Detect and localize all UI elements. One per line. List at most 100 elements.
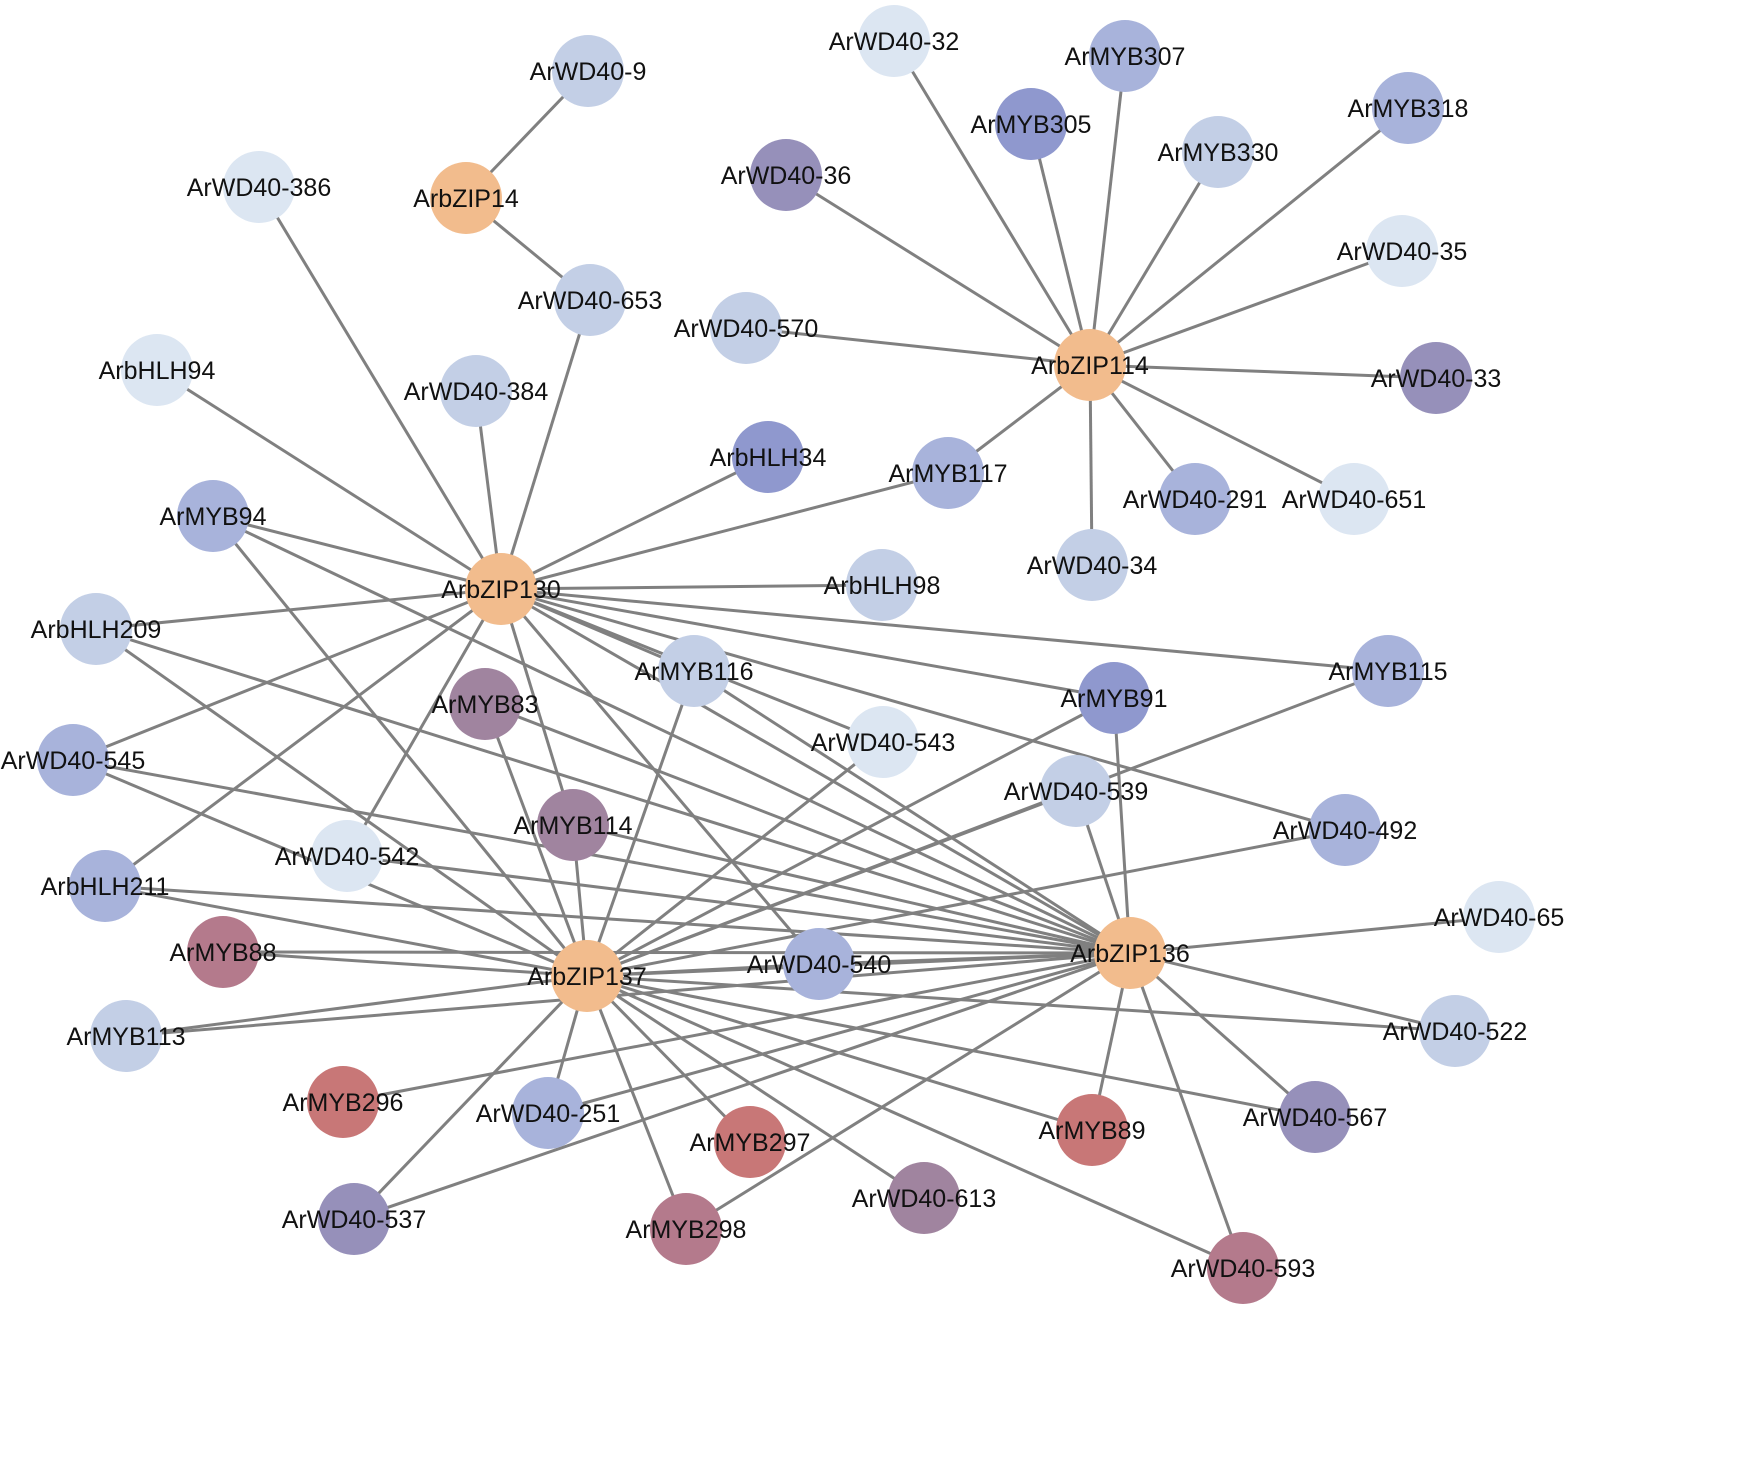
node-circle-arwd40-653 <box>554 264 626 336</box>
edge-arbzip130--armyb114 <box>499 588 575 826</box>
node-circle-armyb318 <box>1372 72 1444 144</box>
node-label-armyb296: ArMYB296 <box>283 1089 404 1117</box>
node-circle-arwd40-567 <box>1279 1081 1351 1153</box>
node-label-armyb89: ArMYB89 <box>1039 1117 1146 1145</box>
edge-arbzip130--armyb94 <box>212 514 502 591</box>
edge-arbzip136--arwd40-542 <box>346 854 1131 955</box>
edge-arbzip137--arwd40-567 <box>586 974 1316 1119</box>
node-label-arwd40-522: ArWD40-522 <box>1383 1018 1528 1046</box>
node-arbhlh209: ArbHLH209 <box>31 593 161 665</box>
edge-arbzip137--arwd40-543 <box>586 740 884 978</box>
node-arbzip136: ArbZIP136 <box>1070 917 1190 989</box>
node-armyb89: ArMYB89 <box>1039 1094 1146 1166</box>
edge-arbzip137--arbhlh209 <box>95 627 588 978</box>
edge-arbzip130--armyb117 <box>500 471 949 591</box>
node-arwd40-522: ArWD40-522 <box>1383 995 1528 1067</box>
node-label-arwd40-36: ArWD40-36 <box>721 162 852 190</box>
node-circle-arwd40-570 <box>710 292 782 364</box>
node-label-armyb94: ArMYB94 <box>160 503 267 531</box>
edge-arbzip136--armyb91 <box>1112 697 1132 954</box>
node-arwd40-539: ArWD40-539 <box>1004 755 1149 827</box>
node-armyb330: ArMYB330 <box>1158 116 1278 188</box>
node-circle-arbzip136 <box>1094 917 1166 989</box>
node-label-armyb91: ArMYB91 <box>1061 685 1168 713</box>
node-arwd40-32: ArWD40-32 <box>829 5 959 77</box>
edge-arbzip114--armyb305 <box>1029 123 1092 366</box>
edge-arbzip114--arwd40-32 <box>892 40 1092 366</box>
node-label-armyb297: ArMYB297 <box>690 1129 811 1157</box>
node-circle-arbhlh94 <box>121 334 193 406</box>
node-circle-arbzip137 <box>551 940 623 1012</box>
node-arwd40-537: ArWD40-537 <box>282 1183 426 1255</box>
node-arwd40-651: ArWD40-651 <box>1282 463 1427 535</box>
node-label-arwd40-651: ArWD40-651 <box>1282 486 1427 514</box>
edge-arbzip114--armyb318 <box>1089 106 1409 367</box>
node-arwd40-65: ArWD40-65 <box>1434 881 1564 953</box>
node-circle-armyb117 <box>912 437 984 509</box>
node-armyb297: ArMYB297 <box>690 1106 811 1178</box>
node-arbzip130: ArbZIP130 <box>441 553 561 625</box>
node-armyb305: ArMYB305 <box>971 88 1091 160</box>
edge-arbzip137--arwd40-613 <box>586 974 925 1200</box>
node-armyb114: ArMYB114 <box>513 789 633 861</box>
node-label-arbhlh211: ArbHLH211 <box>41 873 170 901</box>
node-arwd40-613: ArWD40-613 <box>852 1162 996 1234</box>
edge-arbzip114--armyb330 <box>1088 151 1220 366</box>
node-circle-armyb116 <box>658 635 730 707</box>
node-armyb116: ArMYB116 <box>634 635 754 707</box>
node-armyb318: ArMYB318 <box>1348 72 1469 144</box>
node-circle-arwd40-545 <box>37 724 109 796</box>
node-armyb115: ArMYB115 <box>1328 635 1448 707</box>
edge-arbzip130--arwd40-492 <box>500 587 1346 832</box>
node-circle-arwd40-386 <box>223 151 295 223</box>
node-label-arwd40-653: ArWD40-653 <box>518 287 663 315</box>
node-label-arwd40-542: ArWD40-542 <box>275 843 420 871</box>
edge-arbzip130--arwd40-545 <box>72 587 502 762</box>
node-arwd40-251: ArWD40-251 <box>476 1077 620 1149</box>
node-circle-armyb307 <box>1089 20 1161 92</box>
node-label-arwd40-539: ArWD40-539 <box>1004 778 1149 806</box>
node-arwd40-570: ArWD40-570 <box>674 292 818 364</box>
node-circle-arwd40-542 <box>311 820 383 892</box>
node-circle-arbhlh211 <box>69 850 141 922</box>
node-circle-arwd40-32 <box>858 5 930 77</box>
edge-arbzip136--armyb88 <box>222 950 1131 955</box>
node-arwd40-35: ArWD40-35 <box>1337 215 1467 287</box>
node-circle-arwd40-9 <box>552 35 624 107</box>
edge-arbzip136--armyb114 <box>572 823 1131 955</box>
node-circle-armyb297 <box>714 1106 786 1178</box>
edge-arbzip130--arwd40-542 <box>345 588 503 857</box>
node-arwd40-543: ArWD40-543 <box>811 706 955 778</box>
node-label-arwd40-9: ArWD40-9 <box>530 58 647 86</box>
node-circle-arbzip130 <box>465 553 537 625</box>
edge-arbzip136--arwd40-593 <box>1128 952 1245 1269</box>
node-circle-arwd40-539 <box>1040 755 1112 827</box>
node-arwd40-34: ArWD40-34 <box>1027 529 1157 601</box>
node-armyb296: ArMYB296 <box>283 1066 404 1138</box>
node-label-arbzip130: ArbZIP130 <box>441 576 561 604</box>
node-circle-arwd40-384 <box>440 355 512 427</box>
edge-arbzip137--arwd40-522 <box>586 974 1456 1033</box>
node-label-arbzip114: ArbZIP114 <box>1031 352 1149 380</box>
node-arwd40-492: ArWD40-492 <box>1273 794 1418 866</box>
node-label-armyb117: ArMYB117 <box>888 460 1007 488</box>
node-label-armyb318: ArMYB318 <box>1348 95 1469 123</box>
edge-arbzip136--armyb83 <box>484 702 1131 955</box>
node-layer: ArbZIP14ArbZIP114ArbZIP130ArbZIP136ArbZI… <box>1 5 1564 1304</box>
node-label-arwd40-492: ArWD40-492 <box>1273 817 1418 845</box>
edge-arbzip136--arwd40-545 <box>72 758 1131 955</box>
edge-arbzip137--arwd40-539 <box>586 789 1077 978</box>
node-label-arwd40-593: ArWD40-593 <box>1171 1255 1316 1283</box>
edge-arbzip130--arbhlh209 <box>95 587 502 631</box>
node-circle-armyb91 <box>1078 662 1150 734</box>
node-armyb113: ArMYB113 <box>66 1000 186 1072</box>
node-circle-armyb88 <box>187 916 259 988</box>
node-circle-arwd40-613 <box>888 1162 960 1234</box>
edge-arbzip136--arwd40-65 <box>1129 915 1500 955</box>
node-circle-arbhlh209 <box>60 593 132 665</box>
edge-arbzip130--armyb115 <box>500 587 1389 673</box>
edge-arbzip114--arwd40-651 <box>1089 363 1355 501</box>
edge-arbzip136--arwd40-537 <box>353 951 1131 1221</box>
node-circle-arwd40-537 <box>318 1183 390 1255</box>
node-armyb117: ArMYB117 <box>888 437 1008 509</box>
